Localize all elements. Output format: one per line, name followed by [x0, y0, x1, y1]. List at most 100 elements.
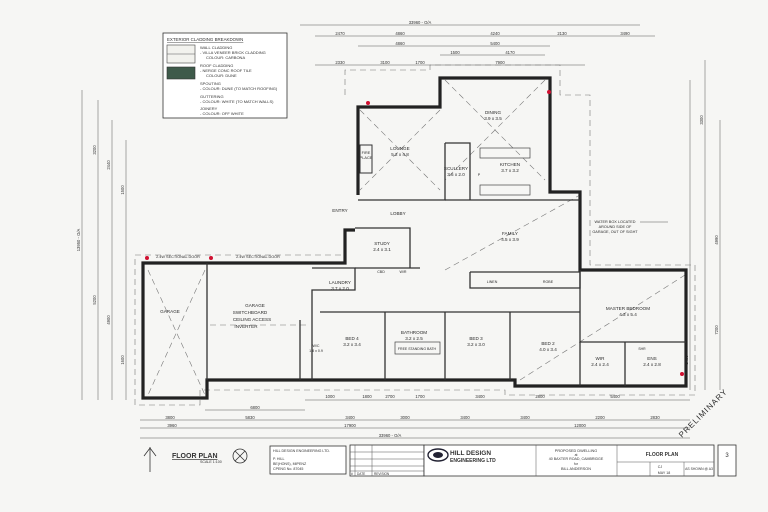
- firm-name: HILL DESIGN: [450, 450, 491, 457]
- dim: 3400: [475, 394, 485, 399]
- wardrobe-label: W/R: [400, 270, 407, 274]
- dim: 17900: [344, 423, 356, 428]
- project-address: 40 BAXTER ROAD, CAMBRIDGE: [549, 457, 604, 461]
- project-title: for: [574, 462, 579, 466]
- room-size: 3.9 x 3.5: [484, 116, 502, 121]
- drawn-by: CJ: [658, 465, 663, 469]
- legend-heading: GUTTERING: [200, 94, 224, 99]
- room-size: 4.0 x 3.4: [539, 347, 557, 352]
- dim-overall-bottom: 33960 - O/A: [379, 433, 402, 438]
- dim: 4240: [490, 31, 500, 36]
- room-wc: W/C: [313, 344, 320, 348]
- drawing-title: FLOOR PLAN: [172, 453, 218, 460]
- room-size: 4.5 x 3.9: [501, 237, 519, 242]
- room-size: 2.4 x 2.8: [643, 362, 661, 367]
- dim: 2130: [557, 31, 567, 36]
- dim-overall-top: 33960 - O/A: [409, 20, 432, 25]
- dim: 5400: [610, 394, 620, 399]
- room-size: 2.4 x 3.1: [373, 247, 391, 252]
- dim: 4170: [505, 50, 515, 55]
- inverter-note: INVERTER: [234, 324, 258, 329]
- dim: 7200: [714, 325, 719, 335]
- drawing-scale: SCALE 1:100: [200, 460, 222, 464]
- dim: 3400: [520, 415, 530, 420]
- cupboard-label: CBD: [377, 270, 385, 274]
- dim: 2200: [595, 415, 605, 420]
- dim: 2470: [335, 31, 345, 36]
- room-size: 3.7 x 2.0: [331, 286, 349, 291]
- room-master-bedroom: MASTER BEDROOM: [606, 306, 650, 311]
- dim: 1500: [120, 185, 125, 195]
- legend-line: - COLOUR: DUNE (TO MATCH ROOFING): [200, 86, 278, 91]
- dim: 1800: [362, 394, 372, 399]
- room-bed2: BED 2: [541, 341, 555, 346]
- scale-value: AS SHOWN @ A3: [685, 467, 713, 471]
- dim: 2330: [335, 60, 345, 65]
- dim-overall-left: 13950 - O/A: [76, 229, 81, 252]
- room-bed3: BED 3: [469, 336, 483, 341]
- room-garage-left: GARAGE: [160, 309, 180, 314]
- dim: 4860: [395, 41, 405, 46]
- dim: 1500: [450, 50, 460, 55]
- revision-header: #: [351, 472, 353, 476]
- exterior-walls: [141, 76, 688, 400]
- dim: 4860: [395, 31, 405, 36]
- dim: 2800: [535, 394, 545, 399]
- dim: 3300: [699, 115, 704, 125]
- engineer-company: HILL DESIGN ENGINEERING LTD.: [273, 449, 330, 453]
- roof-outline: [134, 64, 696, 406]
- room-bed4: BED 4: [345, 336, 359, 341]
- dim: 1600: [120, 355, 125, 365]
- dim: 2440: [106, 160, 111, 170]
- dim: 2830: [650, 415, 660, 420]
- legend-line: COLOUR: DUNE: [206, 73, 237, 78]
- dim: 1700: [415, 60, 425, 65]
- robe-label: ROBE: [543, 280, 554, 284]
- room-dining: DINING: [485, 110, 502, 115]
- section-marker-icon: [232, 448, 248, 464]
- room-size: 1.8 x 0.9: [309, 349, 323, 353]
- legend-line: - COLOUR: OFF WHITE: [200, 111, 244, 116]
- room-entry: ENTRY: [332, 208, 348, 213]
- downpipe-markers: [145, 90, 684, 376]
- sectional-door-note: 2.4W SECTIONAL DOOR: [236, 255, 280, 259]
- room-laundry: LAUNDRY: [329, 280, 351, 285]
- water-box-note: WATER BOX LOCATED: [594, 220, 635, 224]
- dim: 3100: [380, 60, 390, 65]
- linen-label: LINEN: [487, 280, 498, 284]
- room-wir: WIR: [596, 356, 606, 361]
- dim: 7900: [495, 60, 505, 65]
- title-block: FLOOR PLAN SCALE 1:100 HILL DESIGN ENGIN…: [143, 444, 737, 477]
- dim: 6800: [250, 405, 260, 410]
- room-study: STUDY: [374, 241, 390, 246]
- dim: 3800: [165, 415, 175, 420]
- dim: 5400: [490, 41, 500, 46]
- legend-line: - NERGE CONC ROOF TILE: [200, 68, 252, 73]
- side-dimensions: 13950 - O/A 3200 2440 1500 5200 4900 160…: [76, 60, 721, 400]
- room-ensuite: ENS: [647, 356, 656, 361]
- room-garage-main: GARAGE: [245, 303, 265, 308]
- legend-heading: JOINERY: [200, 106, 218, 111]
- engineer-cpeng: CPENG No. 87045: [273, 467, 303, 471]
- legend-line: COLOUR: CARBONA: [206, 55, 245, 60]
- north-arrow-icon: [143, 447, 157, 472]
- pantry-label: P: [478, 173, 481, 177]
- dim: 3400: [460, 415, 470, 420]
- dim: 2700: [385, 394, 395, 399]
- switchboard-note: SWITCHBOARD: [233, 310, 268, 315]
- room-size: 3.2 x 3.4: [343, 342, 361, 347]
- room-size: 4.3 x 5.4: [619, 312, 637, 317]
- project-title: PROPOSED DWELLING: [555, 449, 597, 453]
- sheet-title: FLOOR PLAN: [646, 452, 679, 458]
- bath-label: FREE STANDING BATH: [398, 347, 437, 351]
- room-scullery: SCULLERY: [444, 166, 468, 171]
- room-kitchen: KITCHEN: [500, 162, 520, 167]
- room-labels: LOUNGE 5.2 x 4.8 DINING 3.9 x 3.5 KITCHE…: [160, 110, 661, 367]
- room-lounge: LOUNGE: [390, 146, 409, 151]
- bottom-dimensions: 1000 1800 2700 1700 3400 2800 5400 6800 …: [140, 394, 690, 439]
- dim: 3960: [167, 423, 177, 428]
- interior-walls: [206, 142, 686, 386]
- revision-header: DATE: [357, 472, 365, 476]
- dim: 3490: [620, 31, 630, 36]
- legend-heading: WALL CLADDING: [200, 45, 232, 50]
